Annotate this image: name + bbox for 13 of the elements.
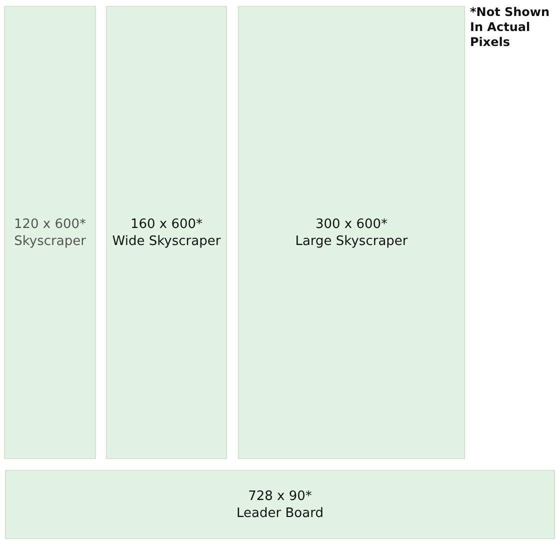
ad-size-box [5, 470, 555, 539]
format-label: Skyscraper [14, 232, 86, 250]
format-label: Large Skyscraper [295, 232, 408, 250]
size-label: 120 x 600* [14, 216, 86, 232]
size-label: 300 x 600* [315, 216, 388, 232]
format-label: Wide Skyscraper [112, 232, 221, 250]
ad-size-box [238, 6, 465, 459]
ad-size-box [4, 6, 96, 459]
size-label: 728 x 90* [248, 488, 312, 504]
format-label: Leader Board [236, 504, 324, 522]
footnote: *Not Shown In Actual Pixels [470, 5, 551, 50]
size-label: 160 x 600* [130, 216, 203, 232]
ad-size-box [106, 6, 227, 459]
